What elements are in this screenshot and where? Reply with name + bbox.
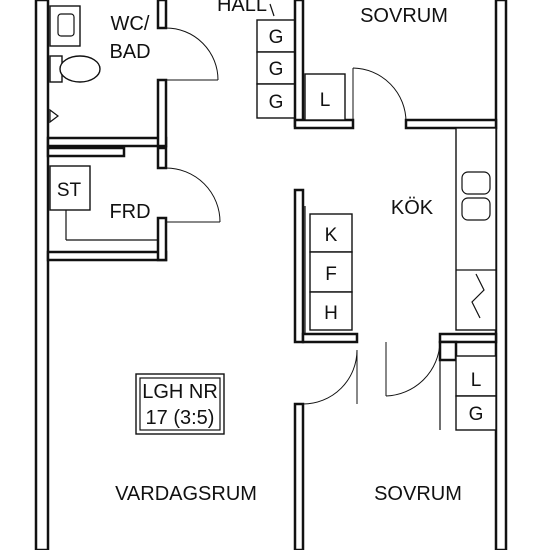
outer-walls (34, 0, 508, 550)
living-right-wall (293, 402, 305, 550)
kitchen-bottom-wall (301, 332, 359, 344)
frd-label: FRD (109, 201, 150, 223)
wc-label-line1: WC/ (111, 13, 150, 35)
bedroom-top: L SOVRUM (293, 0, 498, 130)
sink-basin-1-icon (461, 171, 491, 195)
cabinet-h (309, 291, 353, 331)
left-outer-wall (34, 0, 50, 550)
cabinet-k (309, 213, 353, 253)
hall: HALL G G G (217, 0, 296, 119)
wc-door-swing (165, 27, 219, 81)
living-room-label: VARDAGSRUM (115, 483, 257, 505)
wc-label-line2: BAD (109, 41, 150, 63)
bedroom-bottom-wall-stub (438, 340, 458, 362)
bedroom-top-label: SOVRUM (360, 5, 448, 27)
living-door-swing (302, 349, 358, 405)
living-room: LGH NR 17 (3:5) VARDAGSRUM (115, 349, 358, 550)
cleaning-closet-st (49, 165, 91, 211)
wardrobe-g-3 (256, 83, 296, 119)
bedroom-bottom-door-swing (385, 341, 441, 397)
washbasin-bowl (57, 13, 75, 37)
kitchen-counter (455, 127, 497, 331)
apartment-number-line2: 17 (3:5) (146, 407, 215, 429)
stove-break-mark (471, 273, 485, 319)
bedroom-top-door-swing (352, 67, 407, 123)
cabinet-f-label: F (325, 264, 337, 285)
wc-bath: WC/ BAD (46, 0, 219, 148)
linen-closet-l-bottom-label: L (471, 370, 482, 391)
apartment-number-line1: LGH NR (142, 381, 218, 403)
bedroom-top-bottom-wall-right (404, 118, 498, 130)
toilet-bowl-icon (59, 55, 101, 83)
storage-right-wall-upper (156, 146, 168, 170)
sink-basin-2-icon (461, 197, 491, 221)
kitchen-label: KÖK (391, 197, 434, 219)
linen-closet-l-bottom (455, 355, 497, 397)
storage-bottom-wall (46, 250, 168, 262)
linen-closet-l-top (304, 73, 346, 121)
bedroom-top-left-wall (293, 0, 305, 128)
wc-right-wall-lower (156, 78, 168, 148)
hall-marker-line (269, 3, 275, 17)
wc-bottom-wall (46, 136, 168, 148)
hall-label: HALL (217, 0, 267, 16)
linen-closet-l-top-label: L (320, 90, 331, 111)
st-label: ST (57, 180, 82, 201)
bedroom-bottom-label: SOVRUM (374, 483, 462, 505)
wardrobe-g-3-label: G (269, 92, 284, 113)
storage-top-wall (46, 146, 126, 158)
storage-door-swing (165, 167, 221, 223)
cabinet-h-label: H (324, 303, 338, 324)
wardrobe-g-bottom-label: G (469, 404, 484, 425)
kitchen-left-wall (293, 188, 305, 344)
washbasin-icon (49, 5, 81, 47)
cabinet-k-label: K (325, 225, 338, 246)
wardrobe-g-bottom (455, 395, 497, 431)
wardrobe-g-1-label: G (269, 27, 284, 48)
storage-right-wall-lower (156, 216, 168, 262)
right-outer-wall (494, 0, 508, 550)
bedroom-bottom: L G SOVRUM (374, 340, 497, 505)
kitchen: K F H KÖK (293, 127, 498, 397)
apartment-number-box (135, 373, 225, 435)
storage: ST FRD (46, 146, 221, 262)
kitchen-bottom-wall-right (438, 332, 498, 344)
wc-right-wall-upper (156, 0, 168, 30)
apartment-number-box-inner (139, 377, 221, 431)
floor-drain-icon (49, 108, 59, 124)
bedroom-top-bottom-wall-left (293, 118, 355, 130)
wardrobe-g-2-label: G (269, 59, 284, 80)
